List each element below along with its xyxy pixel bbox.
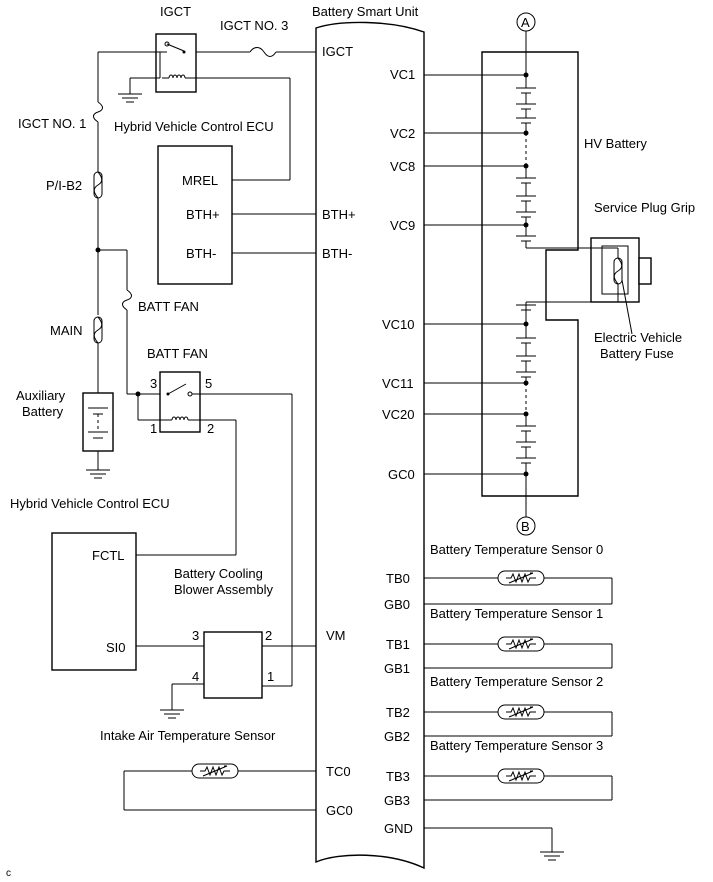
ground-icon (85, 469, 111, 479)
blower-label-1: Battery Cooling (174, 566, 263, 581)
vc8-pin: VC8 (390, 159, 415, 174)
gc0-batt-pin: GC0 (388, 467, 415, 482)
bts0-label: Battery Temperature Sensor 0 (430, 542, 603, 557)
battery-temp-sensor-3 (424, 768, 613, 801)
pib2-fuse-icon (93, 171, 103, 199)
battery-smart-unit-outline (315, 21, 425, 870)
ev-fuse-label-1: Electric Vehicle (594, 330, 682, 345)
igct-relay (155, 33, 197, 93)
main-label: MAIN (50, 323, 83, 338)
igct-no1-fuse-icon (93, 101, 103, 123)
vc9-pin: VC9 (390, 218, 415, 233)
batt-fan-relay-label: BATT FAN (147, 346, 208, 361)
ev-battery-fuse-icon (613, 257, 623, 285)
bsu-igct-pin: IGCT (322, 44, 353, 59)
bsu-tc0-pin: TC0 (326, 764, 351, 779)
bsu-bthp-pin: BTH+ (322, 207, 356, 222)
aux-battery-label-1: Auxiliary (16, 388, 66, 403)
intake-sensor-label: Intake Air Temperature Sensor (100, 728, 276, 743)
hv-battery-label: HV Battery (584, 136, 647, 151)
gnd-pin: GND (384, 821, 413, 836)
vc-taps (424, 72, 529, 477)
battery-temp-sensor-1 (424, 636, 613, 669)
bsu-gc0-pin: GC0 (326, 803, 353, 818)
bts2-label: Battery Temperature Sensor 2 (430, 674, 603, 689)
gb2-pin: GB2 (384, 729, 410, 744)
main-fuse-icon (93, 316, 103, 344)
relay-pin-3: 3 (150, 376, 157, 391)
ev-fuse-label-2: Battery Fuse (600, 346, 674, 361)
corner-mark: c (6, 868, 11, 879)
ecu-bthp-pin: BTH+ (186, 207, 220, 222)
igct-no3-fuse-icon (249, 47, 277, 57)
gb3-pin: GB3 (384, 793, 410, 808)
batt-fan-fuse-label: BATT FAN (138, 299, 199, 314)
connector-b-label: B (521, 519, 530, 534)
battery-temp-sensor-2 (424, 704, 613, 737)
ecu-si0-pin: SI0 (106, 640, 126, 655)
tb3-pin: TB3 (386, 769, 410, 784)
thermistor-icon (497, 768, 545, 784)
tb0-pin: TB0 (386, 571, 410, 586)
batt-fan-relay-switch (166, 383, 193, 397)
igct-relay-label: IGCT (160, 4, 191, 19)
thermistor-icon (497, 636, 545, 652)
hvce-bottom-label: Hybrid Vehicle Control ECU (10, 496, 170, 511)
tb2-pin: TB2 (386, 705, 410, 720)
service-plug-label: Service Plug Grip (594, 200, 695, 215)
blower-pin-3: 3 (192, 628, 199, 643)
thermistor-icon (497, 704, 545, 720)
pib2-label: P/I-B2 (46, 178, 82, 193)
blower-pin-2: 2 (265, 628, 272, 643)
gb0-pin: GB0 (384, 597, 410, 612)
tb1-pin: TB1 (386, 637, 410, 652)
batt-fan-relay (159, 371, 201, 433)
hv-control-ecu-top (157, 145, 233, 285)
vc1-pin: VC1 (390, 67, 415, 82)
hvce-top-label: Hybrid Vehicle Control ECU (114, 119, 274, 134)
bts1-label: Battery Temperature Sensor 1 (430, 606, 603, 621)
vc10-pin: VC10 (382, 317, 415, 332)
bsu-bthm-pin: BTH- (322, 246, 352, 261)
battery-temp-sensor-0 (424, 570, 613, 605)
relay-pin-5: 5 (205, 376, 212, 391)
ground-icon (539, 851, 565, 861)
vc2-pin: VC2 (390, 126, 415, 141)
ground-icon (117, 93, 143, 103)
bts3-label: Battery Temperature Sensor 3 (430, 738, 603, 753)
thermistor-icon (497, 570, 545, 586)
blower-label-2: Blower Assembly (174, 582, 273, 597)
vc20-pin: VC20 (382, 407, 415, 422)
bsu-vm-pin: VM (326, 628, 346, 643)
ground-icon (159, 709, 185, 719)
igct-relay-switch (164, 41, 186, 54)
blower-pin-4: 4 (192, 669, 199, 684)
relay-pin-2: 2 (207, 421, 214, 436)
battery-cooling-blower (203, 631, 263, 699)
intake-thermistor-icon (191, 763, 239, 779)
vc11-pin: VC11 (382, 376, 414, 391)
igct-no3-label: IGCT NO. 3 (220, 18, 288, 33)
igct-no1-label: IGCT NO. 1 (18, 116, 86, 131)
hv-control-ecu-bottom (51, 532, 137, 671)
blower-pin-1: 1 (267, 669, 274, 684)
aux-battery-label-2: Battery (22, 404, 64, 419)
ecu-mrel-pin: MREL (182, 173, 218, 188)
ecu-bthm-pin: BTH- (186, 246, 216, 261)
hv-cell-stack (516, 75, 536, 474)
battery-smart-unit-label: Battery Smart Unit (312, 4, 419, 19)
connector-a-label: A (521, 15, 530, 30)
relay-pin-1: 1 (150, 421, 157, 436)
hv-battery-outline (481, 51, 579, 497)
ecu-fctl-pin: FCTL (92, 548, 125, 563)
gb1-pin: GB1 (384, 661, 410, 676)
batt-fan-fuse-icon (122, 289, 132, 311)
